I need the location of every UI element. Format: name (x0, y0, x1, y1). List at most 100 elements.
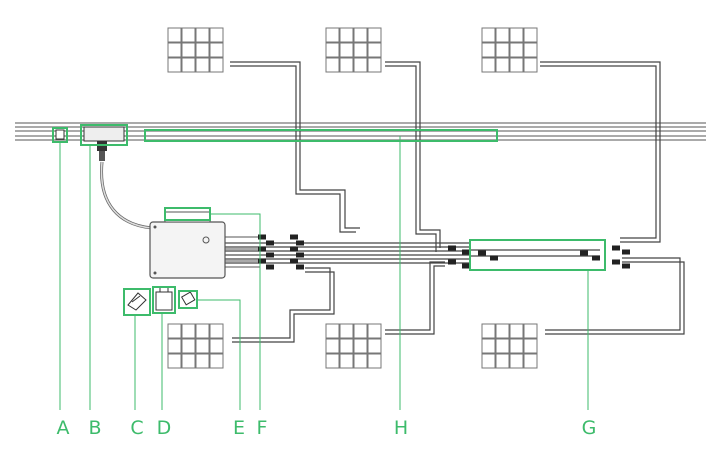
solar-cell (339, 57, 354, 73)
solar-cell (209, 42, 224, 58)
rail-clip-a (55, 129, 65, 140)
solar-cell (209, 338, 224, 354)
solar-cell (195, 323, 210, 339)
solar-panel (325, 323, 382, 369)
solar-cell (167, 353, 182, 369)
solar-cell (195, 57, 210, 73)
solar-cell (367, 57, 382, 73)
solar-cell (481, 353, 496, 369)
mc4-connector (258, 246, 266, 252)
solar-cell (495, 323, 510, 339)
solar-cell (481, 323, 496, 339)
solar-cell (209, 27, 224, 43)
solar-cell (339, 338, 354, 354)
solar-cell (339, 353, 354, 369)
callout-letter-e: E (232, 417, 245, 439)
solar-cell (353, 57, 368, 73)
mc4-connector (296, 252, 304, 258)
solar-cell (523, 57, 538, 73)
solar-cell (167, 57, 182, 73)
solar-cell (353, 338, 368, 354)
highlight-g (469, 239, 606, 271)
solar-cell (195, 27, 210, 43)
solar-cell (509, 338, 524, 354)
solar-cell (181, 338, 196, 354)
solar-cell (339, 323, 354, 339)
solar-cell (367, 353, 382, 369)
mc4-connector (290, 234, 298, 240)
solar-cell (325, 353, 340, 369)
solar-cell (209, 353, 224, 369)
solar-cell (495, 42, 510, 58)
callout-highlights (52, 124, 606, 316)
solar-cell (481, 57, 496, 73)
mc4-connector (490, 255, 498, 261)
highlight-d (152, 286, 176, 314)
solar-cell (181, 323, 196, 339)
callout-letter-h: H (393, 417, 409, 439)
solar-cell (181, 27, 196, 43)
solar-cell (509, 57, 524, 73)
mc4-connector (592, 255, 600, 261)
solar-cell (181, 57, 196, 73)
callout-letter-g: G (581, 417, 597, 439)
solar-cell (325, 323, 340, 339)
mc4-connector (290, 246, 298, 252)
ac-cable (100, 161, 153, 230)
mc4-connector (478, 250, 486, 256)
callout-letter-b: B (88, 417, 102, 439)
solar-cell (523, 27, 538, 43)
solar-cell (509, 353, 524, 369)
solar-cell (523, 323, 538, 339)
solar-cell (353, 42, 368, 58)
mc4-connector (296, 264, 304, 270)
callout-letter-d: D (156, 417, 172, 439)
callout-letter-a: A (56, 417, 70, 439)
mc4-connector (622, 249, 630, 255)
solar-cell (167, 27, 182, 43)
solar-cell (523, 42, 538, 58)
solar-cell (167, 338, 182, 354)
solar-cell (367, 338, 382, 354)
mc4-connector (296, 240, 304, 246)
solar-cell (339, 42, 354, 58)
callout-letter-c: C (130, 417, 144, 439)
solar-cell (325, 27, 340, 43)
highlight-h (144, 129, 498, 142)
solar-cell (353, 323, 368, 339)
solar-cell (495, 353, 510, 369)
solar-cell (523, 353, 538, 369)
leader-lines (59, 136, 589, 410)
solar-cell (509, 42, 524, 58)
solar-cell (367, 42, 382, 58)
solar-cell (481, 27, 496, 43)
mc4-connector (580, 250, 588, 256)
mc4-connector (612, 259, 620, 265)
solar-panel-group (167, 27, 538, 369)
accessory-e-cap (180, 291, 196, 306)
solar-cell (209, 323, 224, 339)
solar-cell (481, 42, 496, 58)
solar-cell (339, 27, 354, 43)
solar-cell (495, 27, 510, 43)
solar-cell (167, 323, 182, 339)
solar-cell (509, 323, 524, 339)
solar-cell (209, 57, 224, 73)
solar-cell (325, 338, 340, 354)
mc4-connector (258, 258, 266, 264)
solar-cell (353, 27, 368, 43)
solar-cell (367, 323, 382, 339)
solar-cell (195, 42, 210, 58)
mc4-connector (290, 258, 298, 264)
mc4-connector (266, 240, 274, 246)
solar-cell (523, 338, 538, 354)
mc4-connector (266, 252, 274, 258)
mc4-connector (462, 249, 470, 255)
mc4-connector-group (258, 234, 630, 270)
solar-cell (195, 338, 210, 354)
solar-cell (325, 42, 340, 58)
solar-panel (167, 27, 224, 73)
solar-panel (325, 27, 382, 73)
solar-cell (325, 57, 340, 73)
